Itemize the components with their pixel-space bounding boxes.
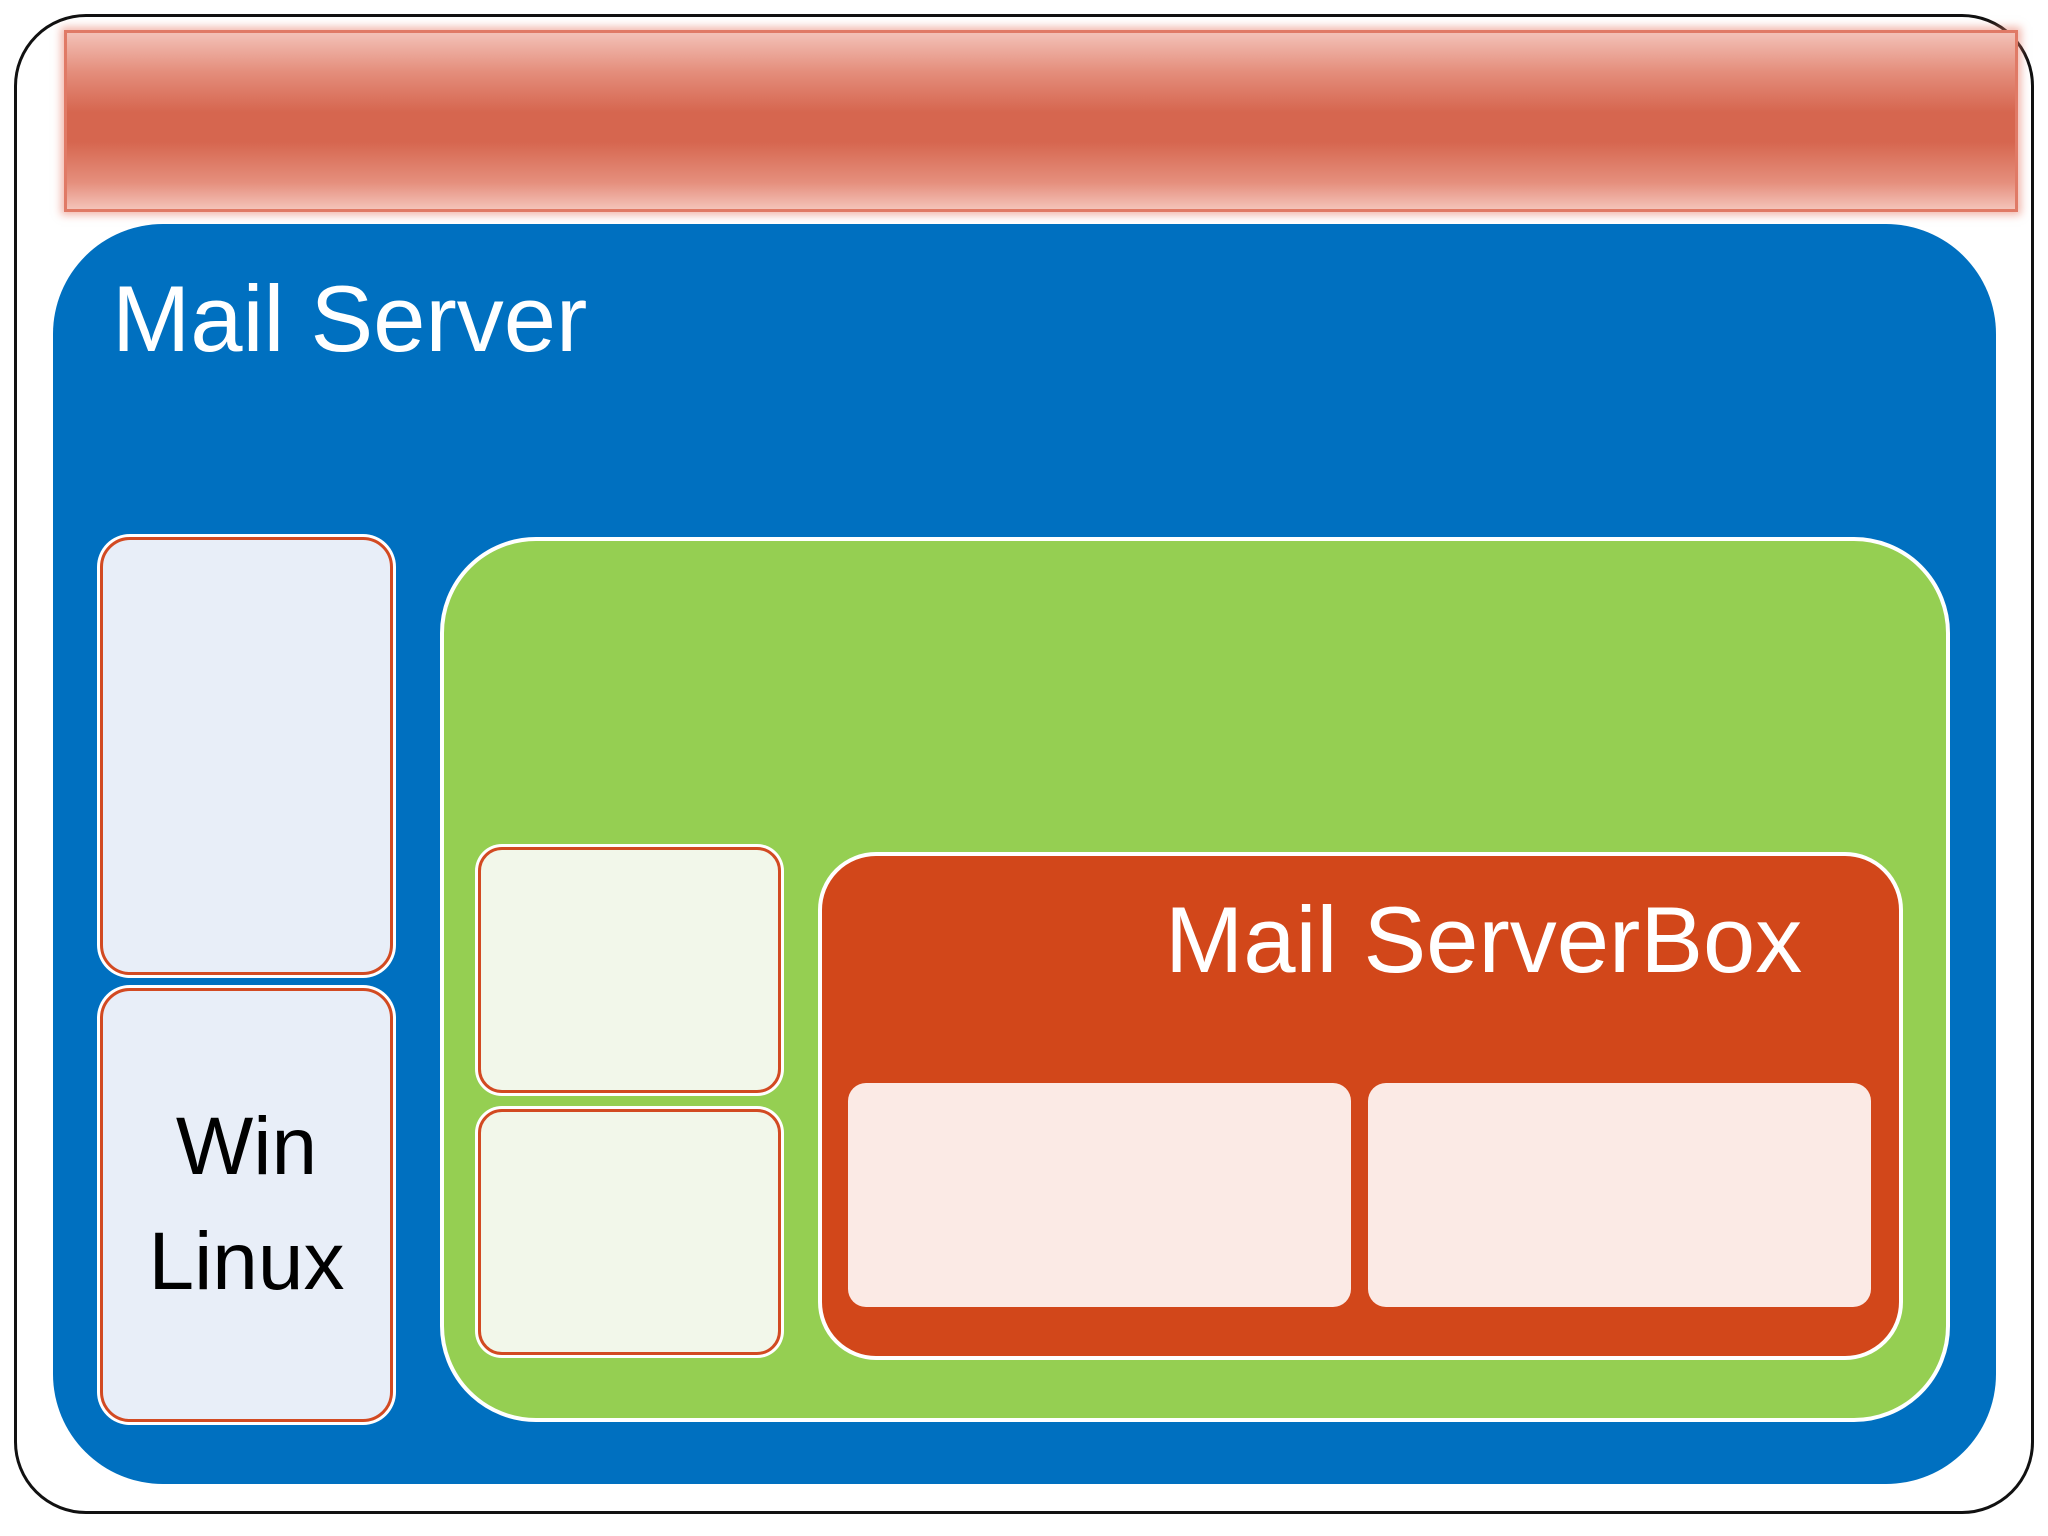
os-label-linux: Linux xyxy=(148,1216,345,1307)
mailbox-slot-left xyxy=(848,1083,1351,1307)
small-box-upper xyxy=(478,847,781,1093)
mailbox-slot-right xyxy=(1368,1083,1871,1307)
os-box: Win Linux xyxy=(100,988,393,1422)
mail-server-title: Mail Server xyxy=(112,266,588,371)
small-box-lower xyxy=(478,1109,781,1355)
os-box-upper xyxy=(100,537,393,975)
mailbox-title: Mail ServerBox xyxy=(1165,887,1803,992)
title-bar xyxy=(64,30,2018,212)
os-label-win: Win xyxy=(175,1101,318,1193)
